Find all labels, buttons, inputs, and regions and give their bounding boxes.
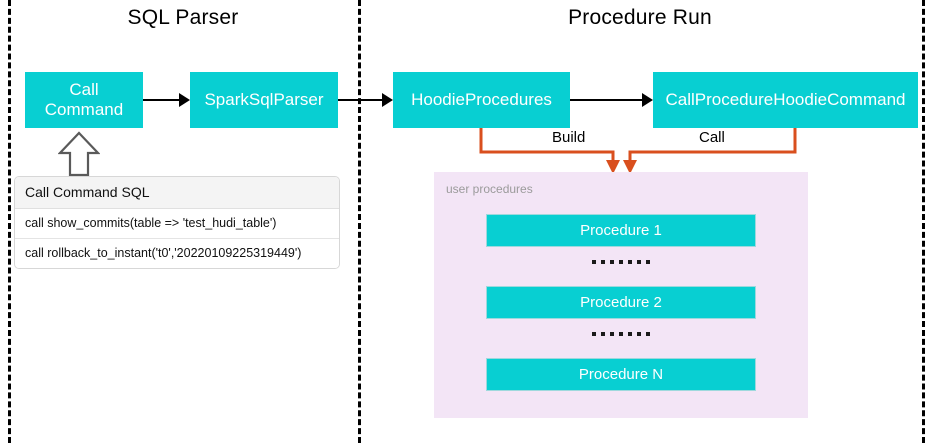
- ellipsis-dot: [619, 260, 623, 264]
- ellipsis-dot: [646, 332, 650, 336]
- ellipsis-dot: [610, 260, 614, 264]
- ellipsis-dot: [628, 260, 632, 264]
- user-procedures-label: user procedures: [446, 182, 533, 196]
- sql-table-header: Call Command SQL: [15, 177, 339, 209]
- ellipsis-dot: [619, 332, 623, 336]
- arrow-head-icon: [179, 93, 190, 107]
- ellipsis-dot: [592, 332, 596, 336]
- procedure-item: Procedure 1: [486, 214, 756, 247]
- arrow-hoodie-procedures-to-call-procedure-hoodie-command: [570, 91, 653, 109]
- sql-table-row: call rollback_to_instant('t0','202201092…: [15, 239, 339, 268]
- arrow-call-command-to-spark-sql-parser: [143, 91, 190, 109]
- connector-label-call: Call: [694, 129, 730, 146]
- ellipsis-separator: [486, 252, 756, 272]
- ellipsis-dot: [628, 332, 632, 336]
- ellipsis-dot: [646, 260, 650, 264]
- arrow-head-icon: [382, 93, 393, 107]
- section-divider-middle: [358, 0, 361, 443]
- ellipsis-dot: [610, 332, 614, 336]
- section-divider-right: [922, 0, 925, 443]
- node-call-procedure-hoodie-command: CallProcedureHoodieCommand: [653, 72, 918, 128]
- ellipsis-dot: [592, 260, 596, 264]
- call-command-sql-table: Call Command SQL call show_commits(table…: [14, 176, 340, 269]
- ellipsis-dot: [637, 332, 641, 336]
- section-divider-left: [8, 0, 11, 443]
- section-title-sql-parser: SQL Parser: [127, 6, 239, 29]
- procedure-item: Procedure N: [486, 358, 756, 391]
- arrow-shaft: [570, 99, 642, 101]
- node-call-command: Call Command: [25, 72, 143, 128]
- ellipsis-separator: [486, 324, 756, 344]
- arrow-shaft: [338, 99, 382, 101]
- arrow-spark-sql-parser-to-hoodie-procedures: [338, 91, 393, 109]
- node-hoodie-procedures: HoodieProcedures: [393, 72, 570, 128]
- ellipsis-dot: [637, 260, 641, 264]
- connector-label-build: Build: [547, 129, 591, 146]
- procedure-item: Procedure 2: [486, 286, 756, 319]
- arrow-head-icon: [642, 93, 653, 107]
- node-spark-sql-parser: SparkSqlParser: [190, 72, 338, 128]
- user-procedures-panel: user procedures Procedure 1 Procedure 2 …: [434, 172, 808, 418]
- ellipsis-dot: [601, 260, 605, 264]
- block-arrow-up-icon: [58, 131, 100, 176]
- arrow-shaft: [143, 99, 179, 101]
- ellipsis-dot: [601, 332, 605, 336]
- section-title-procedure-run: Procedure Run: [568, 6, 712, 29]
- sql-table-row: call show_commits(table => 'test_hudi_ta…: [15, 209, 339, 239]
